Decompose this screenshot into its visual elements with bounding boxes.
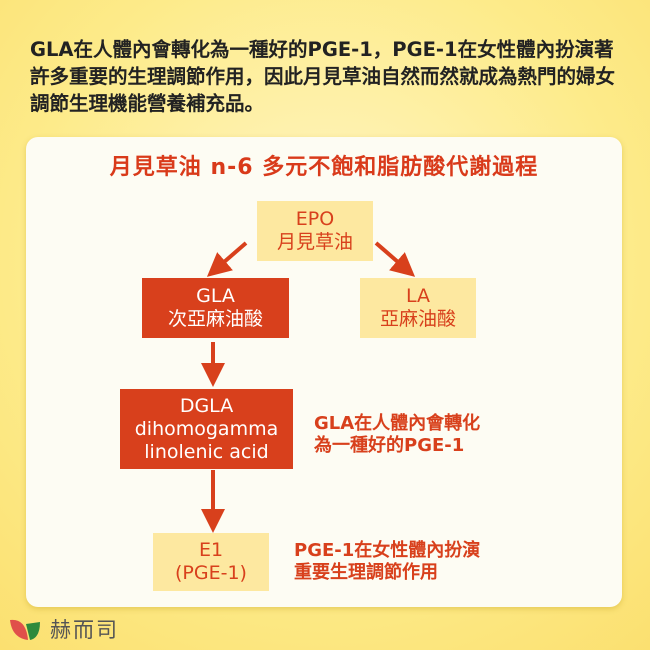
node-e1: E1(PGE-1) [153,533,269,591]
arrow-epo-gla [206,241,248,277]
diagram-title: 月見草油 n-6 多元不飽和脂肪酸代謝過程 [109,155,539,180]
node-label: E1 [198,539,224,561]
node-label: LA [405,285,431,307]
node-label: EPO [295,208,335,230]
brand-logo: 赫而司 [8,614,119,644]
node-label: DGLA [179,394,234,417]
note-line: 重要生理調節作用 [294,562,438,583]
node-label: GLA [196,285,235,307]
note-e1: PGE-1在女性體內扮演重要生理調節作用 [294,540,480,584]
node-label: 亞麻油酸 [379,308,456,330]
node-label: (PGE-1) [175,562,247,584]
node-label: 月見草油 [276,231,353,253]
intro-text: GLA在人體內會轉化為一種好的PGE-1，PGE-1在女性體內扮演著許多重要的生… [30,38,616,115]
node-label: 次亞麻油酸 [167,308,263,330]
node-label: linolenic acid [144,440,269,463]
arrow-epo-la [374,241,416,277]
note-dgla: GLA在人體內會轉化為一種好的PGE-1 [314,413,480,457]
note-line: GLA在人體內會轉化 [314,413,481,434]
arrows [201,241,416,533]
note-line: 為一種好的PGE-1 [314,435,465,456]
brand-name: 赫而司 [50,618,119,642]
leaf-icon [10,619,40,640]
node-label: dihomogamma [134,417,279,440]
note-line: PGE-1在女性體內扮演 [294,540,481,561]
